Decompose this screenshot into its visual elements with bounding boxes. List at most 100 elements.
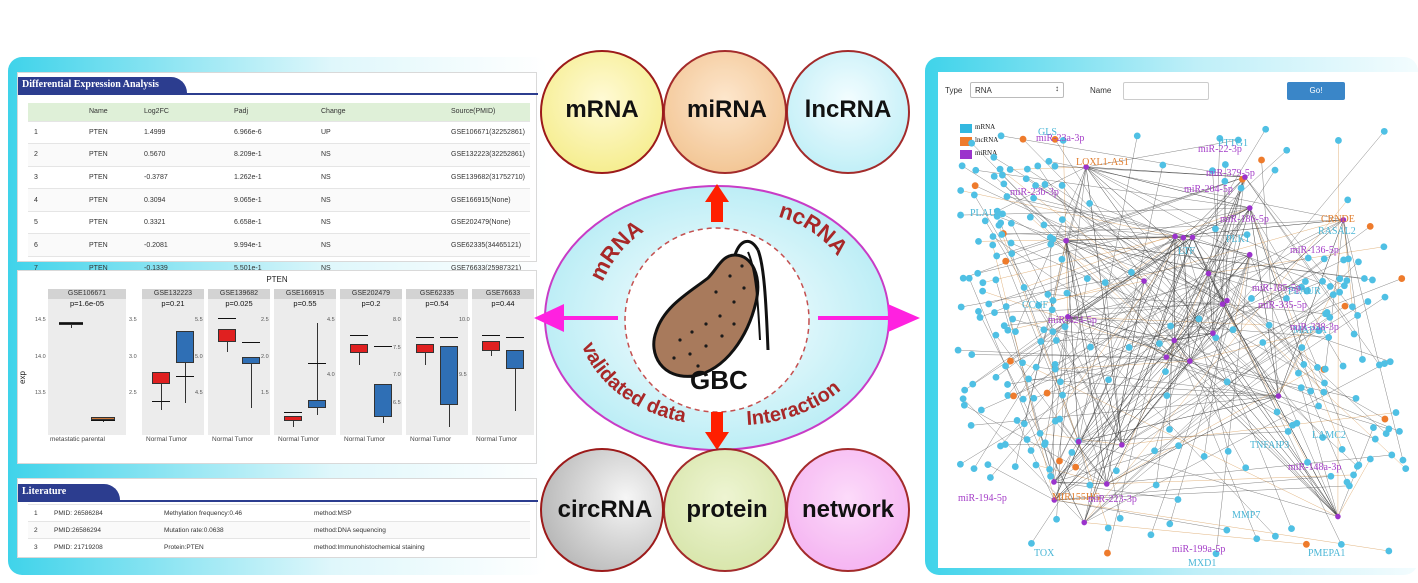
network-node[interactable] — [984, 461, 992, 468]
network-node[interactable] — [1052, 337, 1060, 344]
network-node[interactable] — [1101, 279, 1109, 286]
dea-col-header[interactable]: Log2FC — [138, 103, 228, 121]
network-node[interactable] — [1381, 415, 1389, 423]
network-node[interactable] — [1104, 549, 1111, 557]
network-hub-node[interactable] — [1081, 519, 1088, 526]
network-node[interactable] — [1151, 447, 1158, 455]
network-hub-node[interactable] — [1275, 393, 1282, 399]
network-node[interactable] — [1133, 132, 1141, 140]
network-node[interactable] — [1051, 365, 1059, 373]
network-node[interactable] — [1072, 463, 1080, 471]
network-node[interactable] — [1350, 330, 1358, 338]
network-node[interactable] — [1000, 322, 1008, 330]
network-node[interactable] — [1366, 222, 1374, 230]
network-node[interactable] — [1174, 496, 1182, 503]
network-node[interactable] — [1009, 315, 1017, 323]
network-hub-node[interactable] — [1335, 513, 1341, 520]
network-node[interactable] — [954, 346, 962, 354]
network-node[interactable] — [1339, 362, 1347, 370]
network-node[interactable] — [1315, 327, 1323, 335]
network-node[interactable] — [1381, 360, 1388, 367]
network-node[interactable] — [1371, 435, 1379, 443]
network-node[interactable] — [1392, 409, 1400, 416]
network-node[interactable] — [1262, 125, 1270, 133]
network-node[interactable] — [1209, 167, 1216, 175]
network-node[interactable] — [956, 460, 964, 468]
network-node[interactable] — [1040, 326, 1048, 334]
network-node[interactable] — [959, 395, 967, 403]
network-node[interactable] — [1273, 408, 1281, 416]
network-node[interactable] — [1288, 525, 1295, 533]
network-node[interactable] — [989, 233, 997, 240]
network-node[interactable] — [977, 406, 985, 414]
network-node[interactable] — [958, 162, 966, 170]
network-node[interactable] — [1355, 461, 1363, 469]
network-node[interactable] — [1359, 356, 1366, 363]
dea-col-header[interactable]: Change — [315, 103, 445, 121]
network-node[interactable] — [1200, 452, 1208, 460]
network-node[interactable] — [1028, 539, 1035, 547]
network-node[interactable] — [1315, 402, 1322, 410]
network-node[interactable] — [1237, 184, 1245, 192]
network-node[interactable] — [1375, 361, 1383, 369]
network-node[interactable] — [1041, 441, 1048, 449]
network-node[interactable] — [997, 132, 1005, 140]
network-hub-node[interactable] — [1051, 479, 1057, 485]
network-node[interactable] — [1382, 430, 1390, 437]
network-node[interactable] — [1341, 302, 1349, 310]
network-node[interactable] — [1348, 303, 1356, 311]
network-node[interactable] — [1337, 540, 1345, 548]
network-node[interactable] — [1399, 456, 1407, 464]
network-node[interactable] — [1059, 136, 1067, 144]
network-node[interactable] — [1314, 364, 1321, 371]
network-hub-node[interactable] — [1051, 497, 1058, 503]
network-node[interactable] — [1026, 213, 1034, 221]
network-node[interactable] — [992, 276, 1000, 284]
network-node[interactable] — [1035, 301, 1042, 309]
network-hub-node[interactable] — [1075, 438, 1082, 445]
network-node[interactable] — [1329, 291, 1337, 299]
network-node[interactable] — [1369, 276, 1376, 284]
network-node[interactable] — [1041, 181, 1049, 188]
network-hub-node[interactable] — [1242, 174, 1248, 180]
network-node[interactable] — [995, 221, 1003, 229]
network-node[interactable] — [1396, 427, 1403, 435]
network-node[interactable] — [1364, 298, 1372, 305]
network-node[interactable] — [1104, 524, 1112, 532]
network-node[interactable] — [1049, 297, 1057, 304]
network-node[interactable] — [1302, 540, 1310, 548]
network-node[interactable] — [1221, 161, 1229, 168]
network-node[interactable] — [1224, 447, 1232, 455]
network-node[interactable] — [1320, 388, 1328, 396]
network-node[interactable] — [1166, 425, 1173, 433]
network-node[interactable] — [1116, 514, 1124, 522]
network-hub-node[interactable] — [1187, 358, 1193, 364]
network-hub-node[interactable] — [1063, 237, 1069, 244]
network-node[interactable] — [1058, 255, 1066, 263]
network-node[interactable] — [1380, 243, 1388, 251]
network-node[interactable] — [1010, 392, 1017, 400]
network-node[interactable] — [1053, 515, 1060, 523]
network-node[interactable] — [1049, 328, 1057, 336]
network-node[interactable] — [968, 139, 976, 147]
network-node[interactable] — [1044, 291, 1052, 298]
dea-col-header[interactable]: Padj — [228, 103, 315, 121]
network-node[interactable] — [1147, 531, 1155, 539]
network-node[interactable] — [1061, 323, 1069, 331]
network-node[interactable] — [1051, 162, 1059, 170]
network-hub-node[interactable] — [1172, 233, 1178, 240]
network-node[interactable] — [1008, 250, 1016, 257]
network-node[interactable] — [1007, 357, 1014, 365]
network-hub-node[interactable] — [1219, 301, 1226, 307]
network-node[interactable] — [985, 300, 993, 308]
network-node[interactable] — [1385, 547, 1393, 555]
network-node[interactable] — [1321, 365, 1329, 373]
network-hub-node[interactable] — [1171, 337, 1178, 344]
network-node[interactable] — [1040, 221, 1048, 229]
network-node[interactable] — [1243, 231, 1251, 239]
network-node[interactable] — [1223, 378, 1231, 386]
